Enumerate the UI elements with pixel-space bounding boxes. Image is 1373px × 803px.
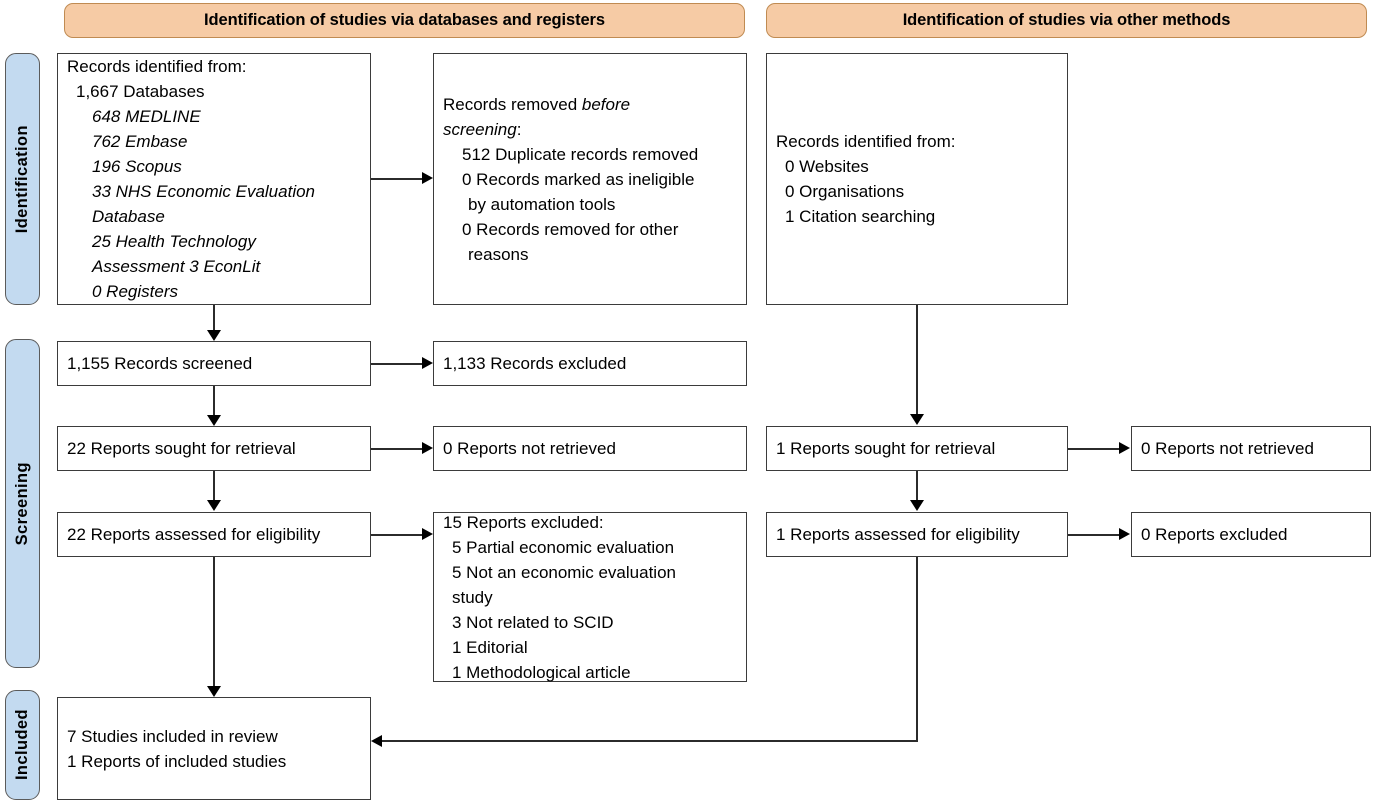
arrow-identified-to-removed xyxy=(422,172,433,184)
arrow-sought-db-down xyxy=(207,500,221,511)
side-label-screening-text: Screening xyxy=(13,461,31,546)
header-databases-label: Identification of studies via databases … xyxy=(204,11,605,29)
reports-excluded-db-line-4: 3 Not related to SCID xyxy=(452,612,614,632)
records-removed-line2-italic: screening xyxy=(443,119,517,139)
box-reports-sought-other: 1 Reports sought for retrieval xyxy=(766,426,1068,471)
connector-screened-to-excluded xyxy=(371,363,423,365)
records-identified-db-line-2: 648 MEDLINE xyxy=(92,107,201,126)
reports-excluded-db-line-6: 1 Methodological article xyxy=(452,662,631,682)
box-reports-assessed-other: 1 Reports assessed for eligibility xyxy=(766,512,1068,557)
box-reports-sought-db: 22 Reports sought for retrieval xyxy=(57,426,371,471)
box-records-screened: 1,155 Records screened xyxy=(57,341,371,386)
box-reports-assessed-db: 22 Reports assessed for eligibility xyxy=(57,512,371,557)
reports-sought-other-text: 1 Reports sought for retrieval xyxy=(776,439,996,458)
records-removed-line-4: reasons xyxy=(468,244,529,264)
connector-other-assessed-down xyxy=(916,557,918,742)
records-identified-other-line-2: 0 Organisations xyxy=(785,182,905,201)
records-identified-db-line-3: 762 Embase xyxy=(92,132,188,151)
arrow-sought-to-notretrieved-db xyxy=(422,442,433,454)
reports-excluded-db-line-2: 5 Not an economic evaluation xyxy=(452,562,676,582)
records-identified-db-line-1: 1,667 Databases xyxy=(76,82,205,101)
connector-screened-down xyxy=(213,386,215,416)
records-identified-db-line-7: 25 Health Technology xyxy=(92,232,256,251)
arrow-sought-to-notretrieved-other xyxy=(1119,442,1130,454)
connector-other-identified-down xyxy=(916,305,918,415)
arrow-identified-db-down xyxy=(207,330,221,341)
box-studies-included: 7 Studies included in review 1 Reports o… xyxy=(57,697,371,800)
connector-identified-db-down xyxy=(213,305,215,331)
header-databases-registers: Identification of studies via databases … xyxy=(64,3,745,38)
records-removed-line-1: 0 Records marked as ineligible xyxy=(462,169,695,189)
box-records-identified-databases: Records identified from: 1,667 Databases… xyxy=(57,53,371,305)
side-label-included-text: Included xyxy=(13,709,31,781)
side-label-included: Included xyxy=(5,690,40,800)
arrow-screened-to-excluded xyxy=(422,357,433,369)
records-removed-heading-line1: Records removed before xyxy=(443,92,737,117)
records-identified-db-line-9: 0 Registers xyxy=(92,282,178,301)
arrow-other-identified-down xyxy=(910,414,924,425)
connector-sought-to-notretrieved-other xyxy=(1068,448,1120,450)
connector-assessed-db-down-to-included xyxy=(213,557,215,687)
arrow-assessed-db-down-to-included xyxy=(207,686,221,697)
reports-excluded-db-line-1: 5 Partial economic evaluation xyxy=(452,537,675,557)
box-reports-excluded-db: 15 Reports excluded: 5 Partial economic … xyxy=(433,512,747,682)
box-reports-not-retrieved-db: 0 Reports not retrieved xyxy=(433,426,747,471)
box-reports-not-retrieved-other: 0 Reports not retrieved xyxy=(1131,426,1371,471)
records-identified-db-line-5: 33 NHS Economic Evaluation xyxy=(92,182,316,201)
reports-excluded-db-line-0: 15 Reports excluded: xyxy=(443,512,604,532)
connector-sought-to-notretrieved-db xyxy=(371,448,423,450)
side-label-identification-text: Identification xyxy=(13,124,31,234)
arrow-screened-down xyxy=(207,415,221,426)
records-identified-other-line-1: 0 Websites xyxy=(785,157,869,176)
records-removed-lead-plain: Records removed xyxy=(443,94,582,114)
included-line-0: 7 Studies included in review xyxy=(67,726,278,746)
box-records-identified-other: Records identified from: 0 Websites 0 Or… xyxy=(766,53,1068,305)
box-records-excluded: 1,133 Records excluded xyxy=(433,341,747,386)
reports-excluded-db-line-5: 1 Editorial xyxy=(452,637,528,657)
arrow-other-to-included xyxy=(371,735,382,747)
records-identified-db-line-4: 196 Scopus xyxy=(92,157,182,176)
records-removed-line2-colon: : xyxy=(516,119,522,139)
reports-not-retrieved-other-text: 0 Reports not retrieved xyxy=(1141,439,1314,458)
records-identified-db-line-6: Database xyxy=(92,207,165,226)
reports-assessed-db-text: 22 Reports assessed for eligibility xyxy=(67,525,321,544)
connector-identified-to-removed xyxy=(371,178,423,180)
header-other-methods: Identification of studies via other meth… xyxy=(766,3,1367,38)
reports-assessed-other-text: 1 Reports assessed for eligibility xyxy=(776,525,1020,544)
reports-excluded-other-text: 0 Reports excluded xyxy=(1141,525,1288,544)
arrow-assessed-to-excluded-other xyxy=(1119,528,1130,540)
records-identified-other-line-3: 1 Citation searching xyxy=(785,207,936,226)
included-line-1: 1 Reports of included studies xyxy=(67,751,287,771)
reports-excluded-db-line-3: study xyxy=(452,587,493,607)
records-excluded-text: 1,133 Records excluded xyxy=(443,354,627,373)
connector-sought-db-down xyxy=(213,471,215,501)
records-removed-line-2: by automation tools xyxy=(468,194,616,214)
reports-not-retrieved-db-text: 0 Reports not retrieved xyxy=(443,439,616,458)
reports-sought-db-text: 22 Reports sought for retrieval xyxy=(67,439,296,458)
connector-assessed-to-excluded-other xyxy=(1068,534,1120,536)
box-records-removed-before-screening: Records removed before screening: 512 Du… xyxy=(433,53,747,305)
header-other-label: Identification of studies via other meth… xyxy=(902,11,1231,29)
arrow-assessed-to-excluded-db xyxy=(422,528,433,540)
connector-sought-other-down xyxy=(916,471,918,501)
records-removed-heading-line2: screening: xyxy=(443,117,737,142)
records-identified-other-line-0: Records identified from: xyxy=(776,132,956,151)
records-removed-lead-italic: before xyxy=(581,94,631,114)
records-identified-db-line-0: Records identified from: xyxy=(67,57,247,76)
side-label-identification: Identification xyxy=(5,53,40,305)
connector-other-to-included xyxy=(382,740,918,742)
side-label-screening: Screening xyxy=(5,339,40,668)
connector-assessed-to-excluded-db xyxy=(371,534,423,536)
arrow-sought-other-down xyxy=(910,500,924,511)
records-identified-db-line-8: Assessment 3 EconLit xyxy=(92,257,261,276)
records-removed-line-3: 0 Records removed for other xyxy=(462,219,679,239)
records-screened-text: 1,155 Records screened xyxy=(67,354,253,373)
records-removed-line-0: 512 Duplicate records removed xyxy=(462,144,699,164)
box-reports-excluded-other: 0 Reports excluded xyxy=(1131,512,1371,557)
